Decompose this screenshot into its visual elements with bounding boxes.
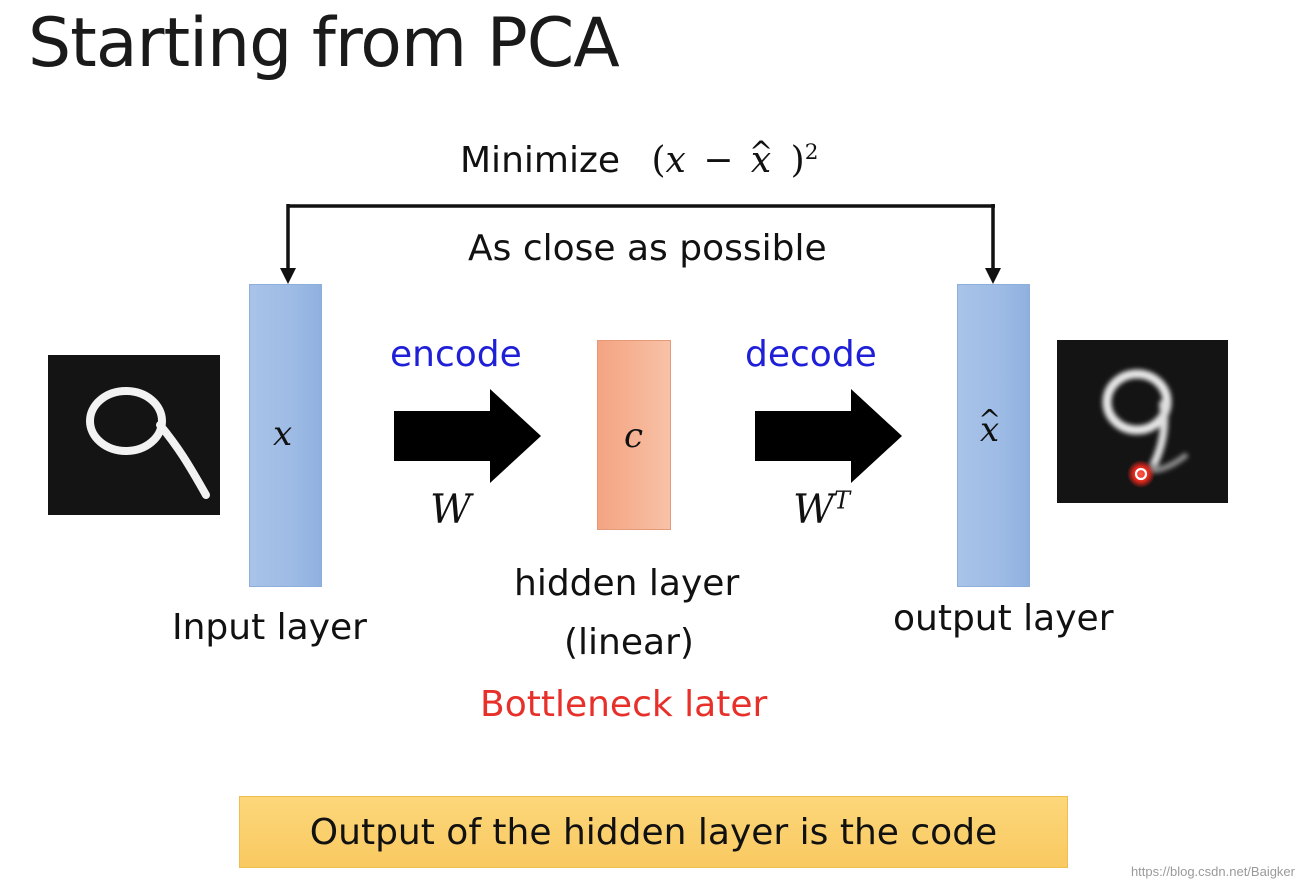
output-layer-label: output layer bbox=[893, 598, 1114, 639]
objective-x: x bbox=[665, 140, 686, 181]
connector-left-arrowhead bbox=[280, 268, 296, 284]
output-layer-symbol-base: x bbox=[980, 410, 1000, 450]
input-layer-bar bbox=[249, 284, 322, 587]
hidden-layer-sublabel: (linear) bbox=[564, 622, 694, 663]
feedback-connector bbox=[280, 204, 1001, 284]
encode-label: encode bbox=[390, 334, 522, 375]
decode-arrow bbox=[755, 389, 902, 483]
objective-exponent: 2 bbox=[804, 140, 819, 165]
hidden-layer-symbol: c bbox=[624, 416, 644, 456]
red-cursor-glow bbox=[1127, 460, 1155, 488]
decode-weight-base: W bbox=[793, 487, 835, 533]
slide-title: Starting from PCA bbox=[28, 4, 620, 83]
output-layer-bar bbox=[957, 284, 1030, 587]
input-layer-symbol: x bbox=[273, 414, 293, 454]
connector-right-arrowhead bbox=[985, 268, 1001, 284]
input-layer-label: Input layer bbox=[172, 607, 367, 648]
code-note-box: Output of the hidden layer is the code bbox=[239, 796, 1068, 868]
watermark: https://blog.csdn.net/Baigker bbox=[1130, 864, 1295, 879]
encode-arrow bbox=[394, 389, 541, 483]
red-cursor-icon bbox=[1134, 467, 1148, 481]
output-layer-hat: ^ bbox=[978, 405, 1001, 437]
output-digit-image bbox=[1057, 340, 1228, 503]
objective-prefix: Minimize bbox=[460, 140, 620, 181]
decode-weight: WT bbox=[793, 487, 850, 533]
hidden-layer-label: hidden layer bbox=[514, 563, 740, 604]
objective-hat: ^ bbox=[748, 134, 774, 169]
objective-open-paren: ( bbox=[651, 140, 666, 181]
objective-x-hat: ^x bbox=[749, 135, 773, 181]
code-note-text: Output of the hidden layer is the code bbox=[309, 811, 998, 853]
objective-formula: Minimize (x − ^x )2 bbox=[460, 135, 819, 181]
encode-weight: W bbox=[430, 487, 472, 533]
objective-minus: − bbox=[703, 140, 734, 181]
input-digit-image bbox=[48, 355, 220, 515]
decode-weight-sup: T bbox=[834, 486, 851, 515]
output-layer-symbol: ^x bbox=[978, 405, 1001, 450]
objective-close-paren: ) bbox=[790, 140, 805, 181]
objective-x-hat-base: x bbox=[750, 140, 772, 181]
close-caption: As close as possible bbox=[468, 228, 827, 269]
output-digit-glyph bbox=[1102, 369, 1188, 488]
decode-label: decode bbox=[745, 334, 877, 375]
input-digit-glyph bbox=[86, 387, 210, 499]
bottleneck-note: Bottleneck later bbox=[480, 684, 768, 725]
hidden-layer-bar bbox=[597, 340, 671, 530]
